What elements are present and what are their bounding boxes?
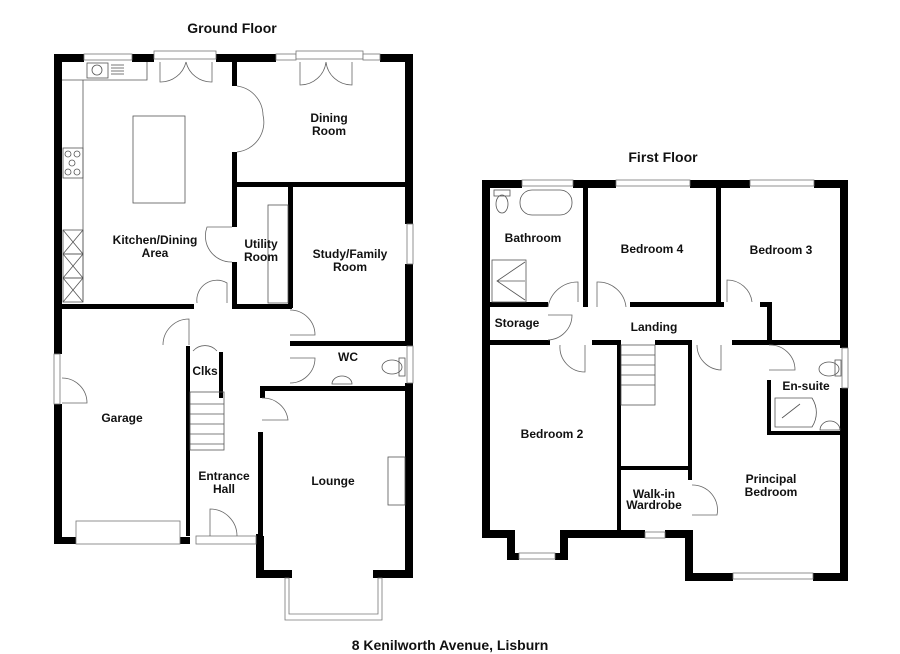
entrance-hall-label-line2: Hall [213, 482, 235, 496]
ground-floor-walls [54, 54, 413, 578]
bathroom-label: Bathroom [505, 231, 562, 245]
first-floor-fixtures [491, 189, 842, 431]
first-floor-walls [482, 180, 848, 581]
first-floor-title: First Floor [628, 149, 698, 165]
walk-in-wardrobe-label: Walk-in [633, 487, 675, 501]
walk-in-wardrobe-label-line2: Wardrobe [626, 498, 682, 512]
ground-floor-title: Ground Floor [187, 20, 277, 36]
entrance-hall-label: Entrance [198, 469, 250, 483]
wc-label: WC [338, 350, 358, 364]
bedroom3-label: Bedroom 3 [750, 243, 813, 257]
first-floor-plan: First Floor [482, 149, 849, 581]
bedroom2-label: Bedroom 2 [521, 427, 584, 441]
principal-bedroom-label: Principal [746, 472, 797, 486]
study-label-line2: Room [333, 260, 367, 274]
study-label: Study/Family [313, 247, 388, 261]
property-address: 8 Kenilworth Avenue, Lisburn [352, 637, 549, 653]
first-floor-windows [518, 179, 849, 580]
kitchen-label: Kitchen/Dining [113, 233, 198, 247]
first-floor-doors [547, 279, 796, 516]
first-floor-room-labels: Bathroom Bedroom 4 Bedroom 3 Storage Lan… [495, 231, 830, 512]
landing-label: Landing [631, 320, 678, 334]
storage-label: Storage [495, 316, 540, 330]
kitchen-label-line2: Area [142, 246, 169, 260]
principal-bedroom-label-line2: Bedroom [745, 485, 798, 499]
ground-floor-room-labels: Dining Room Kitchen/Dining Area Utility … [101, 111, 387, 496]
dining-room-label-line2: Room [312, 124, 346, 138]
ground-floor-fixtures [62, 62, 406, 506]
bedroom4-label: Bedroom 4 [621, 242, 684, 256]
dining-room-label: Dining [310, 111, 347, 125]
utility-room-label-line2: Room [244, 250, 278, 264]
clks-label: Clks [192, 364, 218, 378]
lounge-label: Lounge [311, 474, 355, 488]
ensuite-label: En-suite [782, 379, 830, 393]
utility-room-label: Utility [244, 237, 278, 251]
ground-floor-plan: Ground Floor [53, 20, 414, 621]
ground-floor-doors [61, 61, 353, 537]
garage-label: Garage [101, 411, 143, 425]
ground-floor-windows [53, 50, 414, 621]
